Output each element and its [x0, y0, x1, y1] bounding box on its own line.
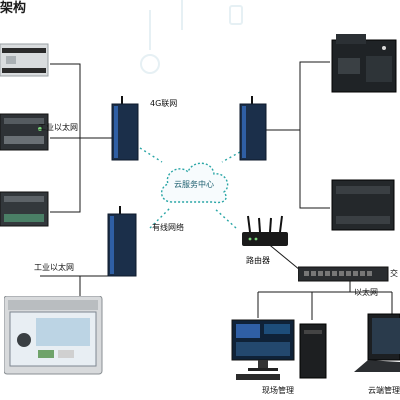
industrial-gateway-icon [239, 96, 267, 161]
laptop-icon [354, 313, 400, 372]
ethernet-right-label: 以太网 [354, 288, 378, 297]
wired-network-label: 有线网络 [152, 223, 184, 232]
router-label: 路由器 [246, 256, 270, 265]
4g-network-label: 4G联网 [150, 99, 178, 108]
cloud-icon [161, 162, 229, 204]
plc-controller-icon [331, 34, 397, 93]
switch-label: 交 [390, 269, 398, 278]
plc-box-icon [331, 179, 395, 231]
plc-module-icon [0, 113, 49, 151]
plc-module-icon [0, 191, 49, 227]
ethernet-left-bottom-label: 工业以太网 [34, 263, 74, 272]
cloud-center-label: 云服务中心 [174, 180, 214, 189]
site-management-label: 现场管理 [262, 386, 294, 395]
page-title: 架构 [0, 1, 27, 16]
cloud-management-label: 云端管理 [368, 386, 400, 395]
plc-module-icon [0, 43, 49, 77]
wifi-router-icon [242, 215, 288, 246]
ethernet-left-top-label: 工业以太网 [38, 123, 78, 132]
industrial-gateway-icon [111, 96, 139, 161]
hmi-panel-icon [4, 296, 103, 375]
industrial-gateway-icon [107, 206, 137, 277]
network-switch-icon [298, 266, 389, 282]
desktop-computer-icon [231, 319, 327, 380]
